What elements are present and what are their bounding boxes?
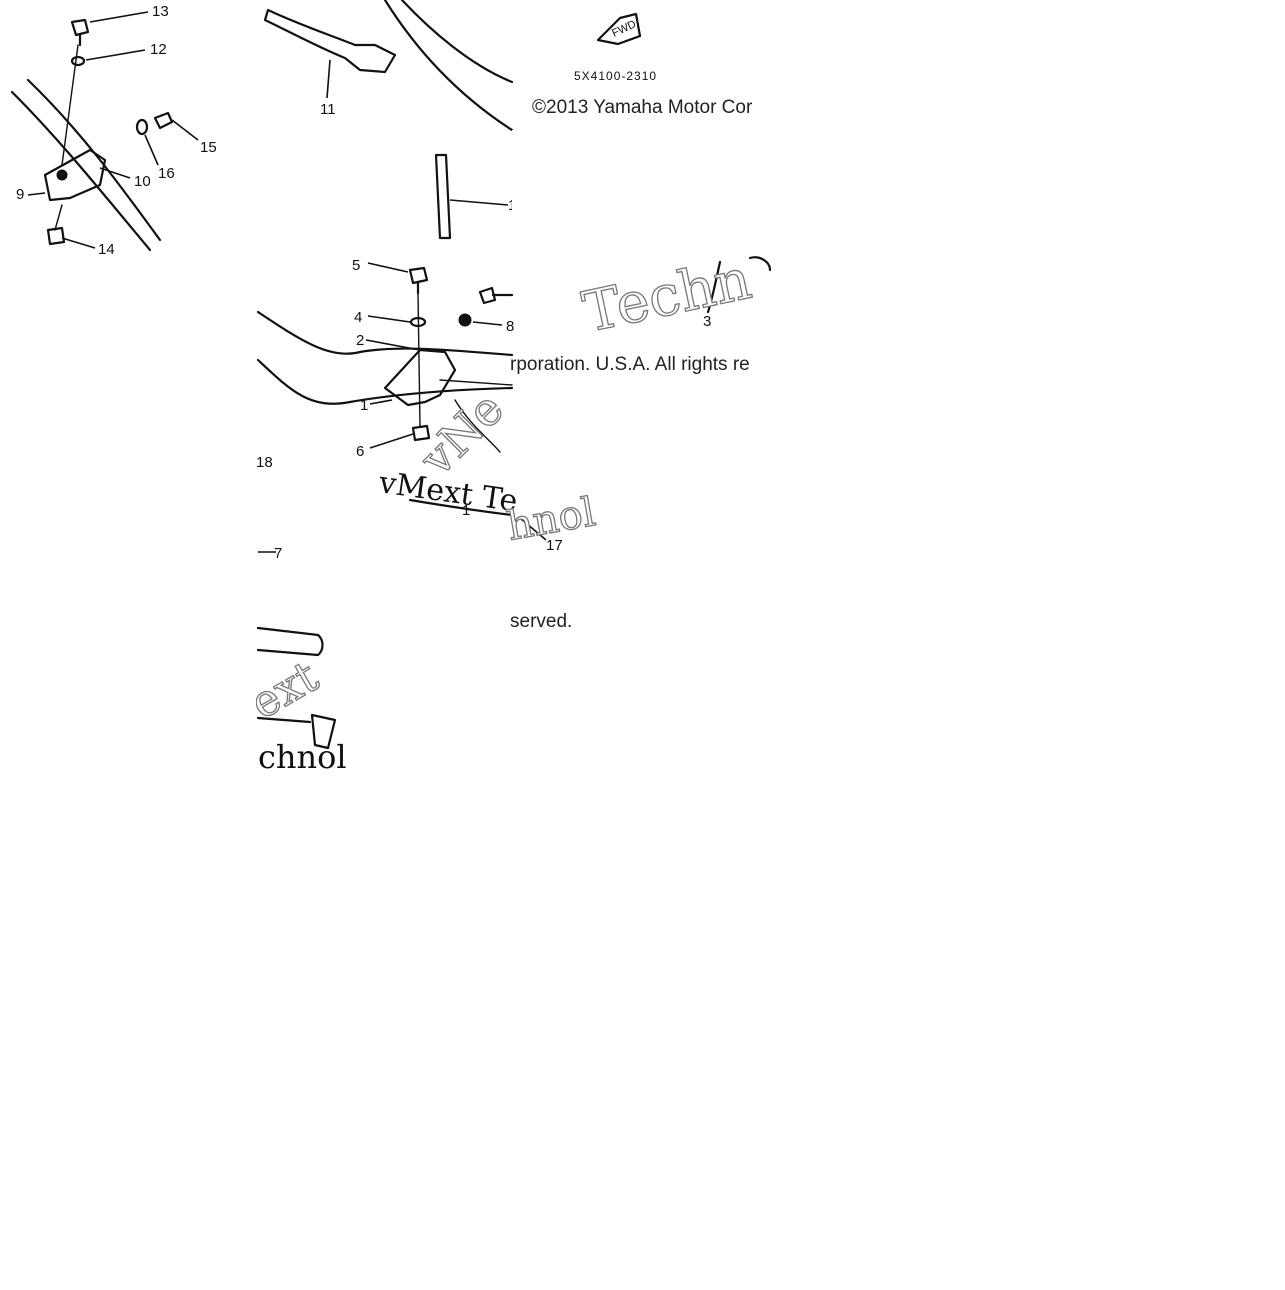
leader-4 <box>367 315 411 323</box>
leader-16 <box>144 134 159 166</box>
bolt-right <box>478 286 514 305</box>
center-clamp-assembly <box>256 262 514 517</box>
lever-bracket <box>43 148 107 202</box>
clip-mask <box>0 258 256 1285</box>
callout: 4 <box>354 309 362 326</box>
nut-6 <box>411 424 431 442</box>
callout: 10 <box>134 173 151 190</box>
callout: 2 <box>356 332 364 349</box>
callout: 9 <box>16 186 24 203</box>
handlebar-tube-left <box>10 78 162 252</box>
callout: 18 <box>256 454 273 471</box>
leader-strap <box>449 199 509 206</box>
callout: 17 <box>546 537 563 554</box>
bolt-head <box>56 169 68 181</box>
leader-8 <box>472 321 503 326</box>
lever-11-assembly <box>263 8 397 99</box>
copyright-line-2: rporation. U.S.A. All rights re <box>510 354 750 375</box>
watermark-fragment: Techn <box>577 247 756 346</box>
leader-6 <box>369 433 414 449</box>
leader-13 <box>89 11 149 23</box>
nut-8 <box>458 313 472 327</box>
assembly-axis <box>61 44 79 166</box>
callout: 6 <box>356 443 364 460</box>
cable-3 <box>706 256 772 314</box>
callout: 3 <box>703 313 711 330</box>
callout: 16 <box>158 165 175 182</box>
top-left-assembly <box>10 11 199 252</box>
assembly-axis <box>54 204 63 231</box>
cable-strap <box>434 153 509 240</box>
bolt-5 <box>408 266 429 295</box>
clip-mask <box>350 560 510 775</box>
leader-10 <box>99 167 131 179</box>
leader-9 <box>27 192 46 196</box>
watermark-fragment: chnol <box>258 738 347 776</box>
handlebar-lower <box>256 310 514 405</box>
clip-mask <box>605 495 775 607</box>
clamp-body <box>383 348 457 407</box>
leader-15 <box>171 119 199 141</box>
leader-14 <box>61 237 96 249</box>
fwd-arrow-icon: FWD <box>596 12 642 46</box>
callout: 5 <box>352 257 360 274</box>
callout: 12 <box>150 41 167 58</box>
part-code: 5X4100-2310 <box>574 69 657 83</box>
leader-12 <box>85 49 146 61</box>
copyright-line-3: served. <box>510 611 572 632</box>
washer-12 <box>70 55 86 67</box>
arrow-curve <box>454 399 501 453</box>
leader-2 <box>365 339 421 351</box>
clip-mask <box>775 0 1285 1285</box>
clip-mask <box>512 395 775 495</box>
nut-14 <box>46 226 66 246</box>
cable-adjuster <box>256 713 337 750</box>
bolt-13 <box>70 18 90 47</box>
copyright-line-1: ©2013 Yamaha Motor Cor <box>532 97 753 118</box>
callout: 11 <box>320 101 336 118</box>
callout: 14 <box>98 241 115 258</box>
lever-lower <box>408 498 514 517</box>
grip-tube <box>256 626 324 657</box>
leader-17 <box>519 517 547 541</box>
fwd-label: FWD <box>610 18 638 39</box>
callout: 1 <box>462 502 470 519</box>
watermark-fragment: hnol <box>504 489 599 550</box>
leader-11 <box>326 59 331 99</box>
washer-16 <box>135 118 149 136</box>
callout: 15 <box>200 139 217 156</box>
clip-mask <box>512 640 775 775</box>
clip-mask <box>512 130 700 250</box>
callout: 7 <box>274 545 282 562</box>
handlebar-bend-upper <box>383 0 514 132</box>
callout: 1 <box>360 397 368 414</box>
strap-body <box>434 153 452 240</box>
leader-5 <box>367 262 409 273</box>
leader-1 <box>369 399 393 405</box>
bolt-15 <box>153 111 174 130</box>
callout: 8 <box>506 318 514 335</box>
clamp-axis-h <box>439 379 513 386</box>
callout: 13 <box>152 3 169 20</box>
clutch-lever <box>263 8 397 74</box>
clamp-axis <box>417 292 421 427</box>
